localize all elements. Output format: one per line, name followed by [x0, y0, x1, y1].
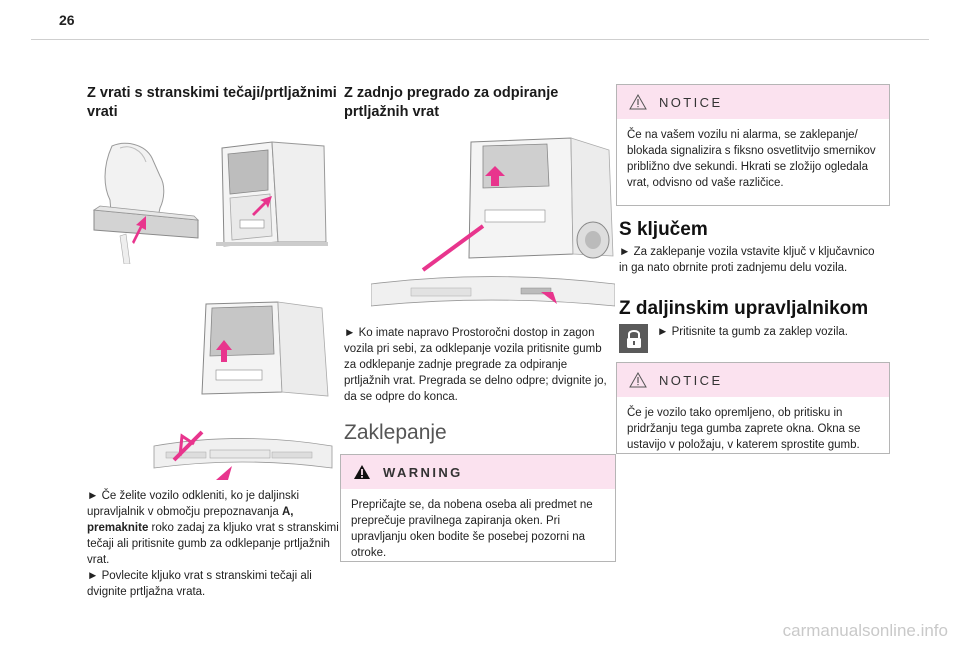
heading-remote: Z daljinskim upravljalnikom: [619, 298, 869, 319]
illustration-van-rear-tailgate: [152, 296, 334, 484]
notice-title-2: NOTICE: [659, 372, 723, 388]
heading-rear-screen: Z zadnjo pregrado za odpiranje prtljažni…: [344, 85, 559, 120]
notice-icon: [629, 94, 647, 110]
notice-title-1: NOTICE: [659, 94, 723, 110]
notice-icon: [629, 372, 647, 388]
heading-locking: Zaklepanje: [344, 421, 447, 444]
notice-header-2: NOTICE: [617, 363, 889, 397]
column-2: Z zadnjo pregrado za odpiranje prtljažni…: [344, 84, 614, 122]
warning-box: WARNING Prepričajte se, da nobena oseba …: [340, 454, 616, 562]
col1-text: ► Če želite vozilo odkleniti, ko je dalj…: [87, 488, 349, 600]
illustration-van-rear-doors: [212, 138, 332, 250]
col3-text: ► Za zaklepanje vozila vstavite ključ v …: [619, 244, 885, 276]
warning-icon: [354, 465, 370, 479]
notice-text-1: Če na vašem vozilu ni alarma, se zaklepa…: [627, 129, 876, 189]
col2-paragraph: ► Ko imate napravo Prostoročni dostop in…: [344, 327, 607, 403]
heading-side-doors: Z vrati s stranskimi tečaji/prtljažnimi …: [87, 85, 337, 120]
warning-title: WARNING: [383, 464, 463, 480]
column-1: Z vrati s stranskimi tečaji/prtljažnimi …: [87, 84, 357, 122]
lock-icon: [619, 324, 648, 353]
warning-header: WARNING: [341, 455, 615, 489]
col1-paragraph-2: ► Povlecite kljuko vrat s stranskimi teč…: [87, 570, 312, 598]
notice-box-2: NOTICE Če je vozilo tako opremljeno, ob …: [616, 362, 890, 454]
watermark: carmanualsonline.info: [782, 621, 948, 640]
heading-with-key: S ključem: [619, 219, 708, 240]
notice-box-1: NOTICE Če na vašem vozilu ni alarma, se …: [616, 84, 890, 206]
illustration-hand-handle: [90, 138, 202, 264]
lock-text: ► Pritisnite ta gumb za zaklep vozila.: [657, 326, 848, 338]
notice-text-2: Če je vozilo tako opremljeno, ob pritisk…: [627, 407, 861, 451]
col1-paragraph: ► Če želite vozilo odkleniti, ko je dalj…: [87, 490, 339, 566]
lock-instruction: ► Pritisnite ta gumb za zaklep vozila.: [619, 324, 848, 353]
header-divider: [31, 39, 929, 40]
page-number: 26: [59, 12, 75, 28]
warning-text: Prepričajte se, da nobena oseba ali pred…: [351, 499, 593, 559]
col2-text: ► Ko imate napravo Prostoročni dostop in…: [344, 325, 608, 405]
notice-header-1: NOTICE: [617, 85, 889, 119]
illustration-tailgate-screen: [371, 136, 615, 318]
col3-paragraph: ► Za zaklepanje vozila vstavite ključ v …: [619, 246, 875, 274]
